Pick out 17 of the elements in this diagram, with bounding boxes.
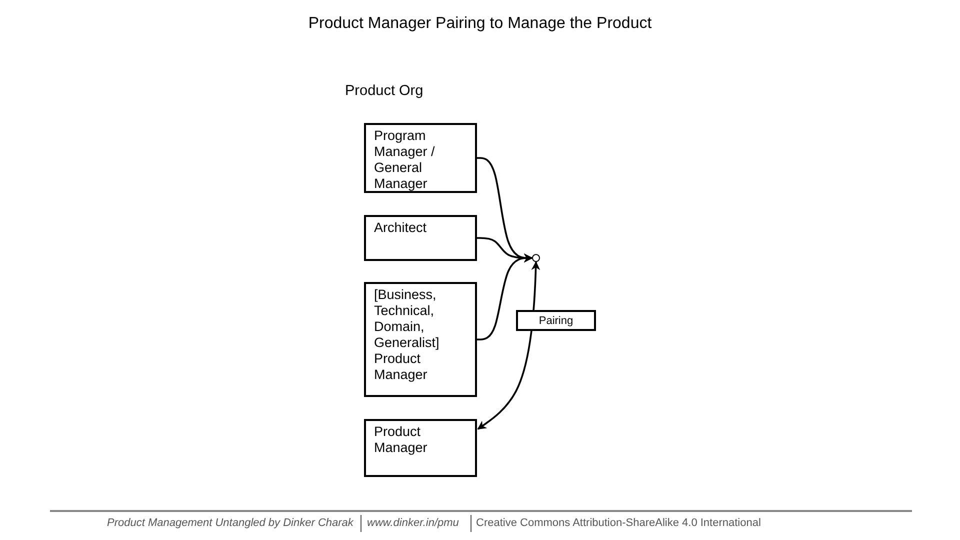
node-text: Product Manager [374,424,428,456]
arrow [477,254,533,340]
edge-label: Pairing [516,310,596,331]
process-box [364,282,477,397]
license-text: Creative Commons Attribution-ShareAlike 4.0 International [476,517,761,529]
diagram-title: Product Manager Pairing to Manage the Product [307,15,653,33]
process-box [364,215,477,261]
process-box [364,123,477,193]
node-text: Architect [374,220,428,236]
junction-circle [532,254,540,262]
node-text: [Business, Technical, Domain, Generalist] Product Manager [374,287,440,383]
arrow [477,261,540,430]
footer-link: www.dinker.in/pmu [367,517,459,529]
group-heading: Product Org [345,83,424,99]
footer-credit: Product Management Untangled by Dinker Charak [107,517,354,529]
process-box [364,419,477,477]
node-text: Program Manager / General Manager [374,128,436,192]
